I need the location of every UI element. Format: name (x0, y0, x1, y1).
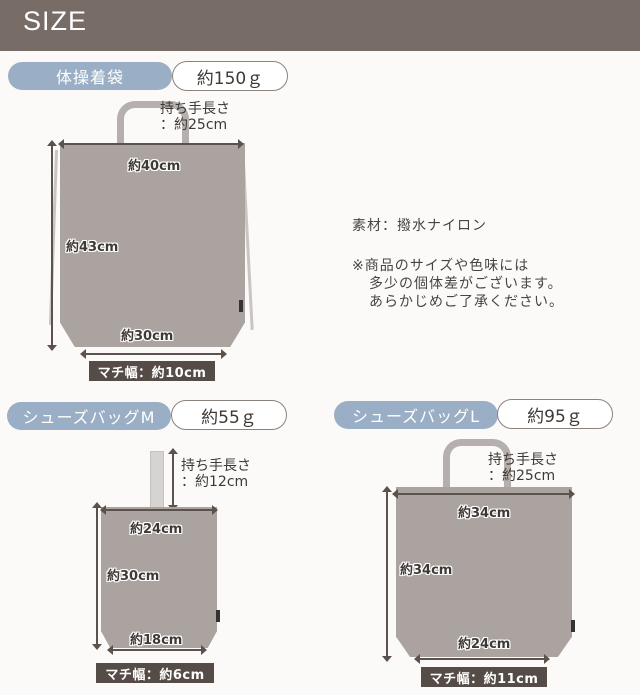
handle-length: ：約25cm (160, 117, 228, 133)
product-name-label: シューズバッグL (334, 401, 498, 429)
handle-label: 持ち手長さ (160, 101, 230, 117)
top-width-label: 約40cm (128, 159, 181, 174)
shoe-bag-l-illustration (396, 487, 572, 657)
shoe-bag-m-illustration (101, 507, 217, 648)
handle-length-arrow (168, 448, 178, 511)
height-arrow (47, 140, 57, 351)
handle-label: 持ち手長さ (488, 452, 558, 468)
bottom-width-arrow (414, 654, 550, 664)
material-text: 素材：撥水ナイロン (352, 218, 487, 234)
handle-label: 持ち手長さ (181, 458, 251, 474)
width-arrow (58, 139, 244, 149)
product-notes: 素材：撥水ナイロン ※商品のサイズや色味には 多少の個体差がございます。 あらか… (352, 217, 564, 311)
width-arrow (100, 505, 218, 515)
height-arrow (382, 486, 392, 662)
gusset-width-label: マチ幅：約10cm (89, 361, 215, 381)
disclaimer-line-1: ※商品のサイズや色味には (352, 258, 530, 274)
bottom-width-arrow (107, 645, 207, 655)
bottom-width-label: 約30cm (121, 329, 174, 344)
bag-handle-icon (443, 439, 511, 489)
header-bar: SIZE (0, 0, 640, 51)
top-width-label: 約34cm (458, 506, 511, 521)
height-arrow (92, 502, 102, 650)
product-weight-badge: 約95ｇ (497, 399, 613, 429)
bottom-width-label: 約24cm (458, 637, 511, 652)
height-label: 約34cm (400, 563, 453, 578)
top-width-label: 約24cm (130, 522, 183, 537)
disclaimer-line-3: あらかじめご了承ください。 (369, 294, 564, 310)
product-weight-badge: 約150ｇ (172, 61, 288, 91)
bag-tag-icon (571, 620, 575, 632)
handle-length-note: 持ち手長さ ：約25cm (488, 452, 558, 484)
bottom-width-label: 約18cm (130, 633, 183, 648)
width-arrow (392, 489, 575, 499)
height-label: 約43cm (66, 240, 119, 255)
gym-bag-illustration (60, 143, 245, 347)
disclaimer-line-2: 多少の個体差がございます。 (369, 276, 563, 292)
bag-tag-icon (216, 610, 220, 622)
handle-length: ：約12cm (181, 474, 249, 490)
bag-strap-icon (150, 451, 164, 509)
handle-length-note: 持ち手長さ ：約12cm (181, 458, 251, 490)
bottom-width-arrow (80, 349, 227, 359)
bag-tag-icon (239, 300, 243, 312)
handle-length-note: 持ち手長さ ：約25cm (160, 101, 230, 133)
gusset-width-label: マチ幅：約11cm (421, 667, 547, 687)
gusset-width-label: マチ幅：約6cm (96, 663, 214, 683)
page-title: SIZE (23, 6, 88, 36)
product-name-label: シューズバッグM (7, 402, 171, 430)
handle-length: ：約25cm (488, 468, 556, 484)
height-label: 約30cm (107, 569, 160, 584)
bag-handle-icon (117, 101, 189, 145)
product-weight-badge: 約55ｇ (171, 400, 287, 430)
product-name-label: 体操着袋 (8, 62, 172, 90)
